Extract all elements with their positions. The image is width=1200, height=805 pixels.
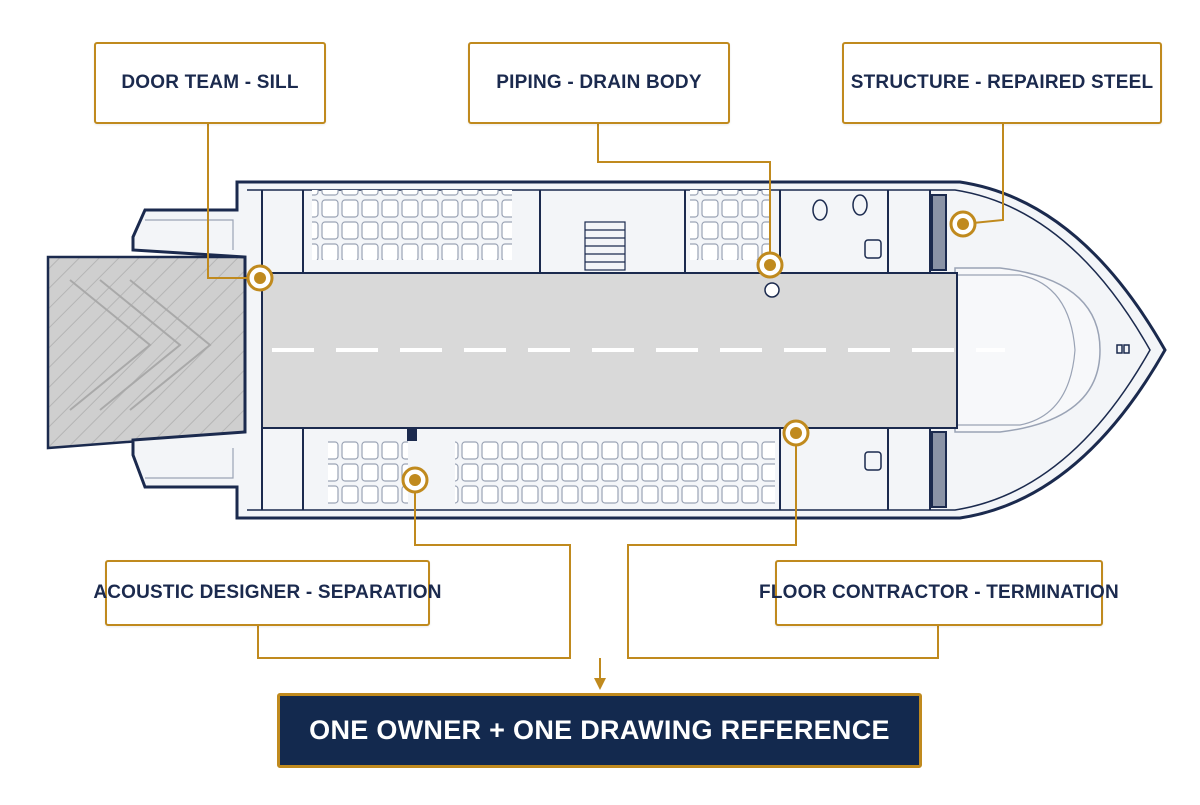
callout-floor: FLOOR CONTRACTOR - TERMINATION [759, 560, 1119, 626]
callout-door-team-label: DOOR TEAM - SILL [121, 72, 299, 93]
callout-door-team: DOOR TEAM - SILL [94, 42, 326, 124]
vehicle-deck [261, 272, 1005, 429]
callout-piping-label: PIPING - DRAIN BODY [496, 72, 702, 93]
stairwell [584, 221, 626, 271]
callout-structure: STRUCTURE - REPAIRED STEEL [842, 42, 1162, 124]
marker-drain [756, 251, 784, 279]
washroom-fixtures [812, 194, 882, 259]
lower-seating-block-a [328, 440, 408, 506]
floor-drain [764, 282, 780, 298]
callout-acoustic-label: ACOUSTIC DESIGNER - SEPARATION [93, 582, 442, 603]
upper-compartments [261, 190, 947, 273]
lower-compartments [261, 427, 947, 510]
leader-lines [207, 123, 1004, 680]
summary-banner-label: ONE OWNER + ONE DRAWING REFERENCE [309, 715, 890, 745]
sink-icon [864, 451, 882, 471]
marker-sill [246, 264, 274, 292]
callout-structure-label: STRUCTURE - REPAIRED STEEL [850, 72, 1154, 93]
callout-markers [246, 210, 977, 494]
upper-seating-block-b [690, 190, 770, 260]
callout-floor-label: FLOOR CONTRACTOR - TERMINATION [759, 582, 1119, 603]
upper-seating-block-a [312, 190, 512, 260]
lower-seating-block-b [455, 440, 775, 506]
summary-banner: ONE OWNER + ONE DRAWING REFERENCE [277, 693, 922, 768]
callout-acoustic: ACOUSTIC DESIGNER - SEPARATION [93, 560, 441, 626]
marker-termination [782, 419, 810, 447]
marker-separation [401, 466, 429, 494]
marker-steel [949, 210, 977, 238]
connector-arrow [594, 678, 606, 690]
callout-piping: PIPING - DRAIN BODY [468, 42, 730, 124]
loading-ramp [46, 255, 247, 450]
